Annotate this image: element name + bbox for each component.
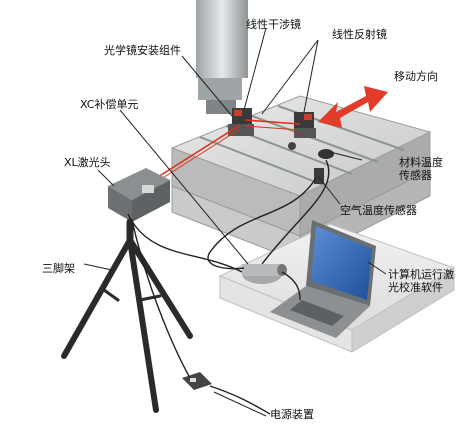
label-material-sensor: 材料温度传感器 [399, 156, 443, 182]
machine-spindle [196, 0, 248, 114]
direction-arrow [318, 86, 388, 128]
xl-laser-head [108, 168, 170, 222]
label-optics-mount: 光学镜安装组件 [104, 44, 181, 57]
cables [127, 159, 330, 415]
label-power: 电源装置 [270, 408, 314, 421]
power-supply [182, 372, 212, 390]
label-tripod: 三脚架 [42, 262, 75, 275]
label-interferometer: 线性干涉镜 [246, 18, 301, 31]
label-air-sensor: 空气温度传感器 [340, 204, 417, 217]
tripod [61, 218, 193, 413]
laptop [270, 220, 376, 338]
laser-beam [149, 119, 301, 187]
reflector-optic [294, 112, 316, 138]
leader-lines [83, 27, 387, 417]
air-temperature-sensor [314, 168, 324, 184]
material-temperature-sensor [288, 142, 334, 159]
label-computer: 计算机运行激光校准软件 [388, 268, 454, 294]
label-direction: 移动方向 [394, 70, 438, 83]
label-reflector: 线性反射镜 [332, 28, 387, 41]
label-xc-unit: XC补偿单元 [80, 98, 139, 111]
label-laser-head: XL激光头 [64, 156, 111, 169]
